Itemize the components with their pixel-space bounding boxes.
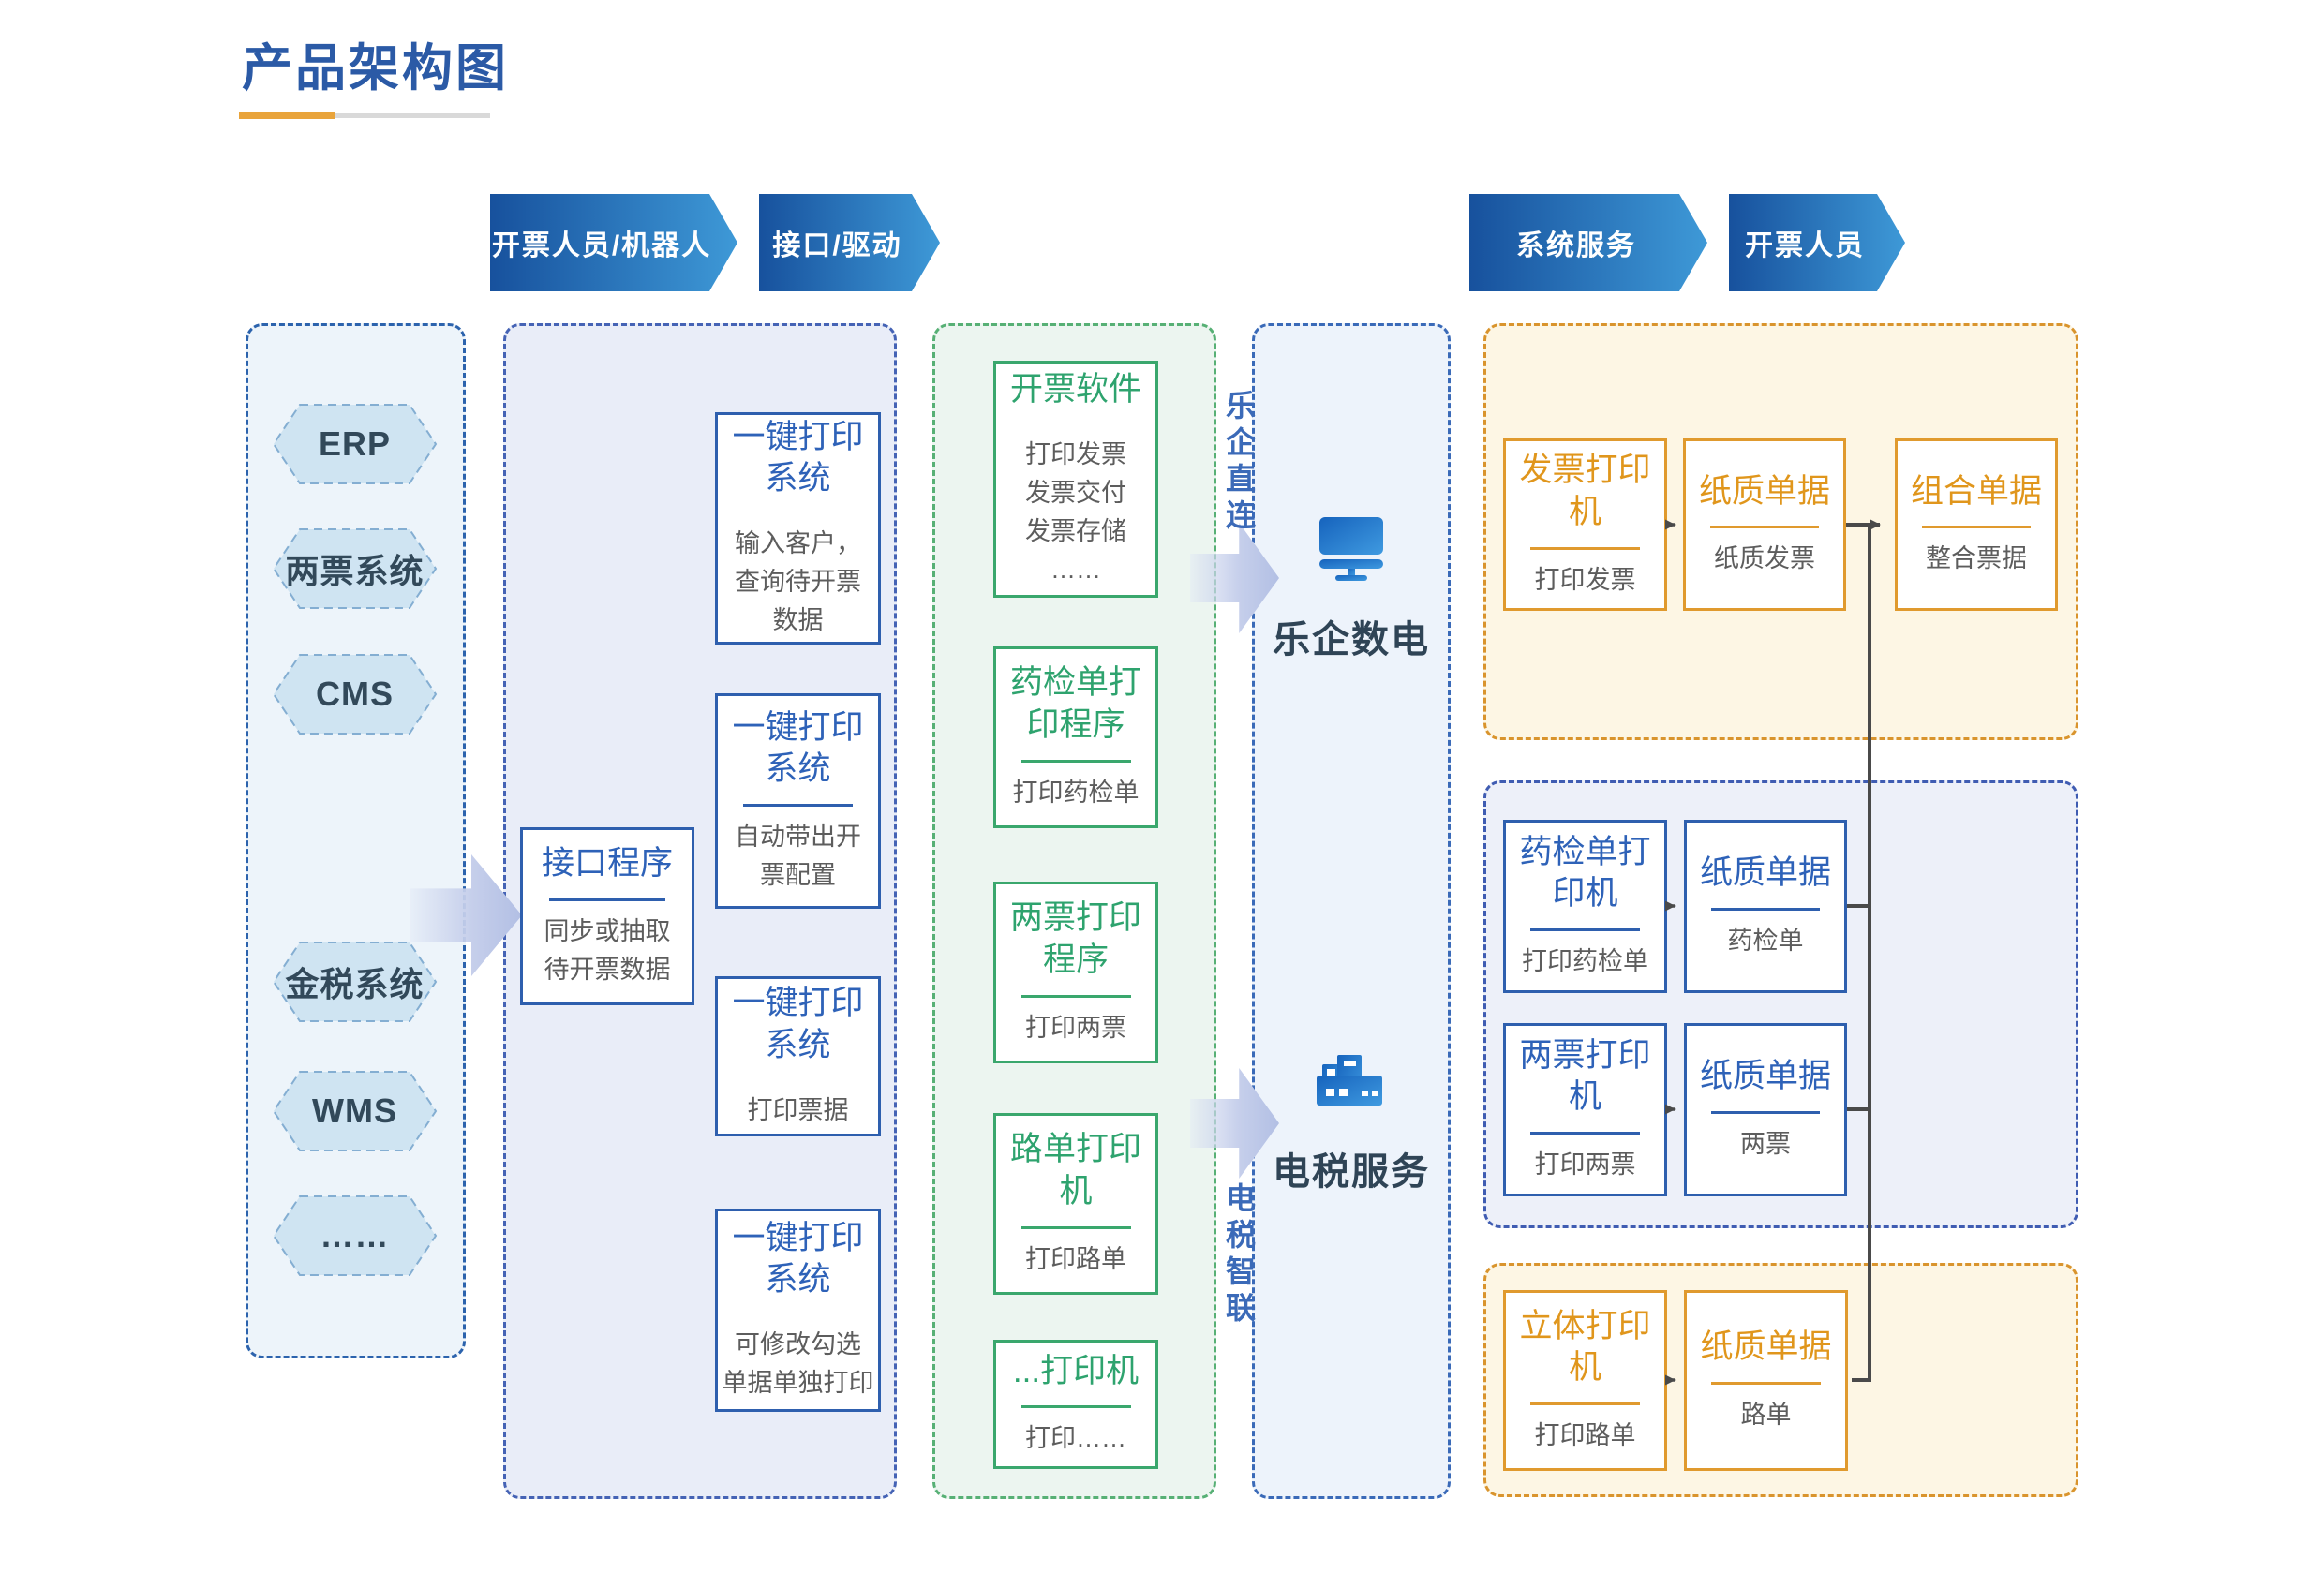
other-printer-box: ...打印机 打印……	[993, 1340, 1158, 1469]
banner-invoicing-staff-robot: 开票人员/机器人	[490, 194, 737, 291]
box-body: 输入客户， 查询待开票 数据	[735, 529, 861, 635]
box-divider	[1530, 928, 1640, 932]
box-title: 组合单据	[1910, 472, 2042, 510]
box-title: 两票打印机	[1519, 1036, 1651, 1116]
service-panel	[1252, 323, 1451, 1499]
hexagon-golden-tax-system: 金税系统	[272, 941, 438, 1023]
one-click-print-box-3: 一键打印系统 打印票据	[715, 976, 881, 1136]
interface-program-box: 接口程序 同步或抽取 待开票数据	[520, 827, 694, 1005]
box-divider	[1530, 1132, 1640, 1135]
two-invoice-print-program-box: 两票打印程序 打印两票	[993, 882, 1158, 1063]
invoice-printer-box: 发票打印机 打印发票	[1503, 438, 1667, 611]
combined-document-box: 组合单据 整合票据	[1895, 438, 2058, 611]
box-title: 立体打印机	[1519, 1307, 1651, 1387]
box-divider	[1020, 1405, 1131, 1409]
hexagon-more-systems: ……	[272, 1195, 438, 1277]
box-divider	[742, 804, 854, 808]
box-title: 开票软件	[1009, 371, 1141, 408]
box-body: 打印药检单	[1522, 947, 1648, 976]
box-body: 自动带出开 票配置	[735, 823, 861, 890]
box-body: 打印路单	[1534, 1421, 1636, 1450]
drug-check-printer-box: 药检单打印机 打印药检单	[1503, 820, 1667, 993]
box-title: ...打印机	[1012, 1352, 1140, 1389]
drug-check-print-program-box: 药检单打印程序 打印药检单	[993, 646, 1158, 828]
box-body: 打印两票	[1025, 1013, 1126, 1042]
box-title: 发票打印机	[1519, 452, 1651, 530]
box-divider	[1710, 526, 1819, 529]
leqi-digital-invoice-label: 乐企数电	[1273, 619, 1430, 660]
box-title: 两票打印程序	[1009, 899, 1141, 978]
one-click-print-box-2: 一键打印系统 自动带出开 票配置	[715, 693, 881, 909]
box-body: 打印两票	[1534, 1150, 1636, 1180]
etax-service-label: 电税服务	[1273, 1151, 1430, 1193]
box-title: 药检单打印机	[1519, 833, 1651, 913]
box-body: 药检单	[1727, 926, 1804, 955]
leqi-direct-link-label: 乐企直连	[1222, 390, 1256, 536]
box-body: 打印……	[1025, 1424, 1126, 1453]
etax-smart-link-label: 电税智联	[1222, 1182, 1256, 1328]
box-title: 纸质单据	[1699, 854, 1831, 892]
hexagon-shape	[272, 942, 438, 1022]
box-divider	[1530, 546, 1640, 550]
hexagon-two-invoice-system: 两票系统	[272, 527, 438, 610]
box-title: 药检单打印程序	[1009, 664, 1141, 743]
one-click-print-box-4: 一键打印系统 可修改勾选 单据单独打印	[715, 1209, 881, 1412]
paper-document-waybill-box: 纸质单据 路单	[1684, 1290, 1848, 1471]
box-body: 整合票据	[1926, 544, 2027, 573]
paper-document-drug-check-box: 纸质单据 药检单	[1684, 820, 1847, 993]
invoicing-software-box: 开票软件 打印发票 发票交付 发票存储 ……	[993, 361, 1158, 598]
banner-interface-driver: 接口/驱动	[759, 194, 940, 291]
box-divider	[1020, 994, 1131, 998]
page-title: 产品架构图	[242, 40, 509, 96]
hexagon-shape	[272, 528, 438, 609]
title-underline-orange	[239, 112, 335, 119]
box-divider	[1711, 907, 1820, 911]
hexagon-cms: CMS	[272, 653, 438, 735]
banner-system-service: 系统服务	[1469, 194, 1707, 291]
box-body: 路单	[1740, 1400, 1792, 1429]
paper-document-two-invoice-box: 纸质单据 两票	[1684, 1023, 1847, 1196]
box-title: 一键打印系统	[732, 708, 864, 788]
box-divider	[1020, 759, 1131, 763]
box-title: 纸质单据	[1698, 472, 1830, 510]
box-body: 纸质发票	[1714, 544, 1815, 573]
box-divider	[1711, 1381, 1821, 1385]
hexagon-shape	[272, 654, 438, 735]
building-icon	[1317, 1055, 1382, 1106]
box-title: 一键打印系统	[732, 985, 864, 1063]
box-title: 纸质单据	[1699, 1058, 1831, 1095]
box-body: 打印药检单	[1012, 778, 1140, 807]
box-body: 可修改勾选 单据单独打印	[722, 1330, 874, 1398]
box-body: 同步或抽取 待开票数据	[544, 916, 671, 984]
box-title: 纸质单据	[1700, 1328, 1832, 1366]
stereo-printer-box: 立体打印机 打印路单	[1503, 1290, 1667, 1471]
monitor-icon	[1319, 517, 1383, 581]
box-body: 打印票据	[747, 1095, 849, 1124]
box-body: 打印路单	[1025, 1244, 1126, 1273]
box-title: 接口程序	[541, 845, 673, 883]
waybill-printer-box: 路单打印机 打印路单	[993, 1113, 1158, 1295]
box-title: 路单打印机	[1009, 1131, 1141, 1210]
title-underline-gray	[335, 113, 490, 118]
one-click-print-box-1: 一键打印系统 输入客户， 查询待开票 数据	[715, 412, 881, 645]
paper-document-invoice-box: 纸质单据 纸质发票	[1683, 438, 1846, 611]
two-invoice-printer-box: 两票打印机 打印两票	[1503, 1023, 1667, 1196]
box-divider	[1530, 1402, 1640, 1406]
hexagon-wms: WMS	[272, 1070, 438, 1152]
hexagon-shape	[272, 1071, 438, 1151]
box-divider	[1711, 1110, 1820, 1114]
hexagon-erp: ERP	[272, 403, 438, 485]
hexagon-shape	[272, 404, 438, 484]
box-body: 打印发票	[1534, 565, 1636, 594]
hexagon-shape	[272, 1195, 438, 1276]
box-title: 一键打印系统	[732, 418, 864, 497]
box-divider	[1922, 526, 2031, 529]
box-divider	[1020, 1225, 1131, 1229]
source-systems-panel	[246, 323, 466, 1358]
box-body: 打印发票 发票交付 发票存储 ……	[1025, 439, 1126, 584]
box-divider	[548, 898, 666, 901]
banner-invoicing-staff: 开票人员	[1729, 194, 1905, 291]
box-title: 一键打印系统	[732, 1219, 864, 1299]
box-body: 两票	[1740, 1129, 1791, 1158]
